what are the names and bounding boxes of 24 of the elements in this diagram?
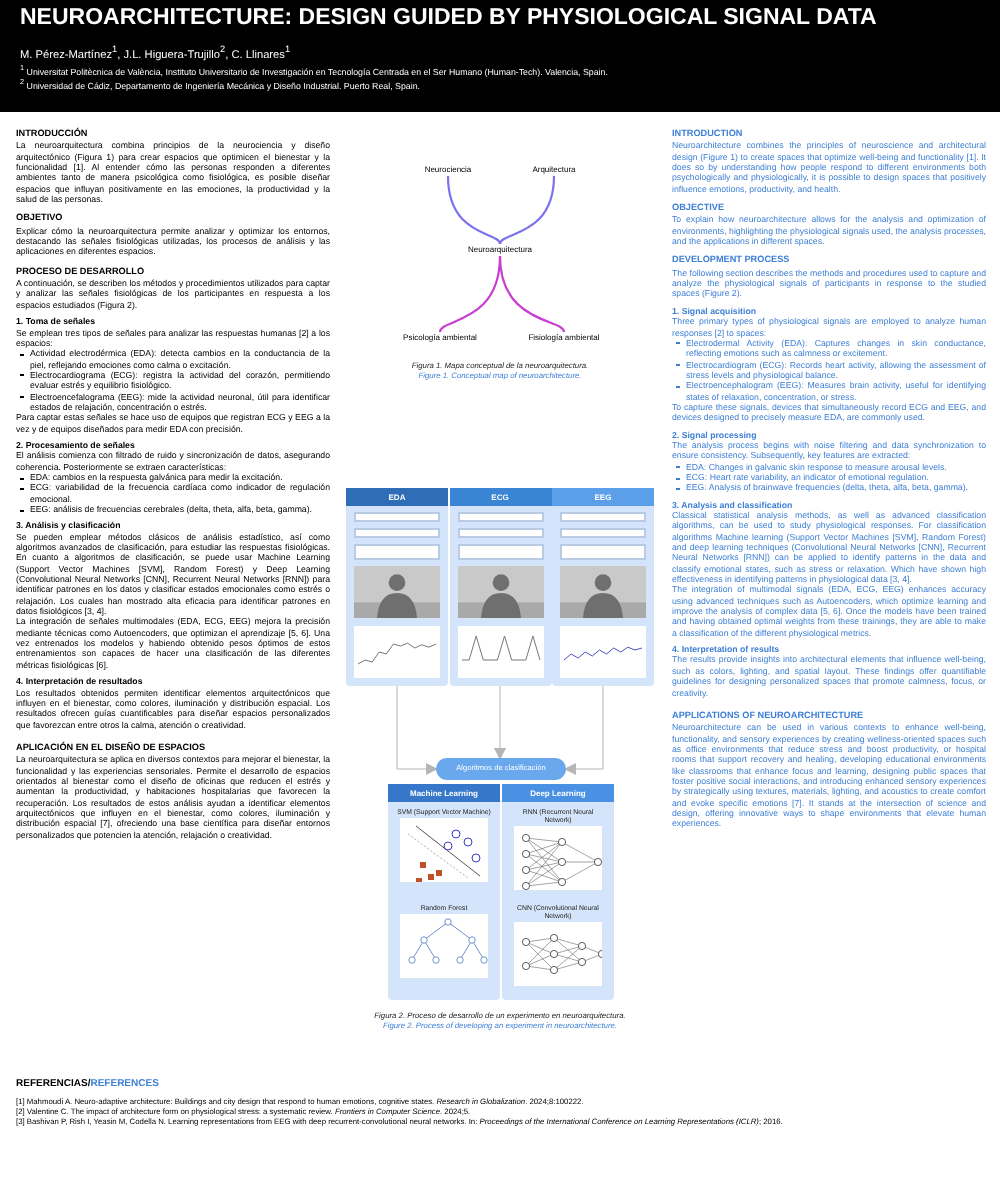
- model-panel: [388, 784, 500, 1000]
- signal-chart: [354, 626, 440, 678]
- blank-text-box: [560, 512, 646, 522]
- connector-arrow: [396, 685, 438, 775]
- signal-panel: [552, 488, 654, 686]
- blank-text-box: [354, 544, 440, 560]
- connector-arrow: [494, 685, 506, 760]
- curved-connector: [446, 175, 502, 245]
- blank-text-box: [354, 512, 440, 522]
- blank-text-box: [560, 528, 646, 538]
- blank-text-box: [457, 528, 543, 538]
- signal-panel: [346, 488, 448, 686]
- blank-text-box: [457, 544, 543, 560]
- signal-panel: [449, 488, 551, 686]
- blank-text-box: [560, 544, 646, 560]
- poster-title: NEUROARCHITECTURE: DESIGN GUIDED BY PHYSIOLOGICAL SIGNAL DATA: [20, 6, 877, 30]
- model-panel: [502, 784, 614, 1000]
- connector-arrow: [564, 685, 604, 775]
- blank-text-box: [457, 512, 543, 522]
- blank-text-box: [354, 528, 440, 538]
- curved-connector: [498, 175, 556, 245]
- signal-chart: [560, 626, 646, 678]
- curved-connector: [498, 255, 565, 333]
- signal-chart: [457, 626, 543, 678]
